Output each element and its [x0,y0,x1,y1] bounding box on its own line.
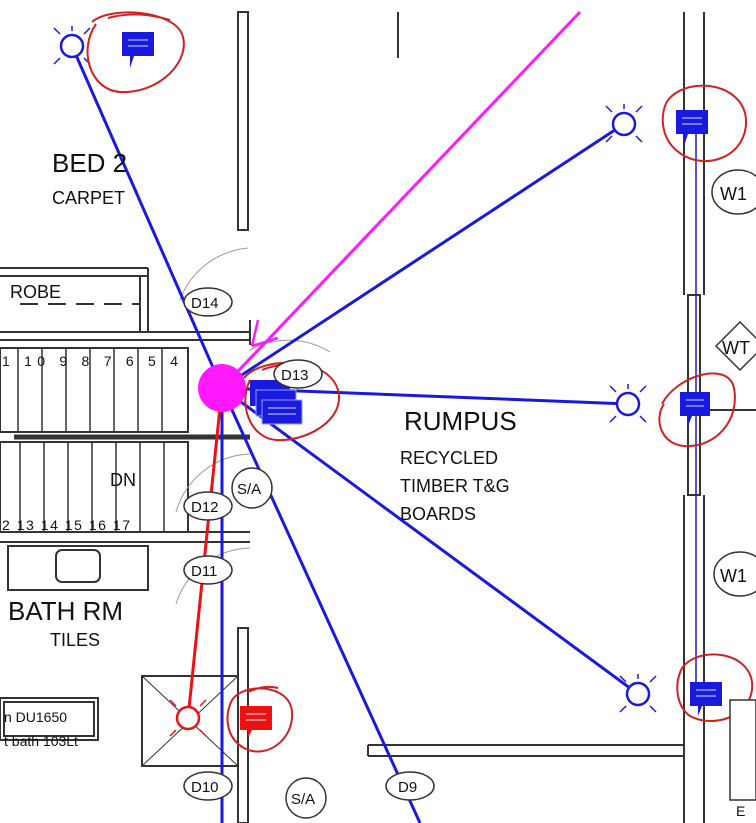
door-label-d14: D14 [191,295,219,312]
room-finish-rumpus-1: RECYCLED [400,448,498,468]
door-label-d12: D12 [191,499,219,516]
door-tag-d13[interactable] [273,359,323,389]
door-label-d10: D10 [191,779,219,796]
room-name-bed2: BED 2 [52,148,127,178]
sa-tag-1[interactable] [231,467,273,509]
comment-icon[interactable] [240,706,272,738]
shower [141,675,239,767]
stair-treads [17,348,165,532]
door-swing-d13 [249,339,331,353]
comment-stack-icon[interactable] [250,380,303,425]
door-tag-d9[interactable] [385,771,435,801]
sa-label-2: S/A [291,791,315,808]
window-label-w1b: W1 [720,566,747,586]
fixture-spec-line2: t bath 103Lt [4,733,78,749]
window-tag-w1b[interactable] [713,551,756,597]
connector-bed2[interactable] [70,45,224,389]
stair-direction: DN [110,470,136,490]
door-label-d13: D13 [281,367,309,384]
light-fixtures [53,26,657,737]
comment-icon[interactable] [676,110,708,146]
wall-bed2-right [237,11,249,231]
room-finish-rumpus-3: BOARDS [400,504,476,524]
connector-top-right[interactable] [221,122,625,390]
annotation-circle-top-right [661,84,748,162]
door-swing-d14 [179,247,249,301]
door-tag-d12[interactable] [183,491,233,521]
room-name-rumpus: RUMPUS [404,406,517,436]
window-label-wt: WT [722,338,750,358]
connector-shower[interactable] [186,387,224,719]
vanity [7,545,149,591]
door-label-d11: D11 [191,563,217,580]
comment-icon[interactable] [680,392,710,426]
comment-markers [122,32,722,738]
annotation-circle-right [658,372,736,448]
edge-label-e: E [736,803,745,819]
bathtub-inner [3,701,95,737]
stair-numbers-lower: 2 13 14 15 16 17 [2,517,130,533]
comment-icon[interactable] [122,32,154,68]
light-fixture-icon[interactable] [609,384,647,423]
basin [55,549,101,583]
window-tag-wt[interactable] [714,320,756,372]
light-fixture-icon[interactable] [53,26,91,65]
annotation-circles [86,11,754,753]
door-tags [183,169,756,819]
connector-down-right[interactable] [220,387,422,823]
room-finish-bed2: CARPET [52,188,125,208]
annotation-circle-bed2 [86,11,185,94]
sa-label-1: S/A [237,481,261,498]
window-tag-w1a[interactable] [711,169,756,215]
bathtub [0,697,99,741]
room-finish-bath: TILES [50,630,100,650]
annotation-circle-shower [226,685,294,753]
door-swing-d12 [175,453,251,513]
arrowhead-magenta [250,319,279,348]
hub-icon[interactable] [198,364,246,412]
fixture-panel-right [729,699,756,801]
sa-tag-2[interactable] [285,777,327,819]
fixture-spec-line1: n DU1650 [4,709,67,725]
comment-icon[interactable] [690,682,722,716]
connector-lines [70,10,697,823]
door-label-d9: D9 [398,779,417,796]
door-tag-d10[interactable] [183,771,233,801]
door-tag-d11[interactable] [183,555,233,585]
room-name-bath: BATH RM [8,596,123,626]
light-fixture-icon[interactable] [605,104,643,143]
room-finish-rumpus-2: TIMBER T&G [400,476,510,496]
light-fixture-icon[interactable] [619,674,657,713]
robe-label: ROBE [10,282,61,302]
light-fixture-icon[interactable] [169,699,207,737]
connector-magenta [220,10,582,390]
door-tag-d14[interactable] [183,287,233,317]
stairs-upper-flight [0,347,189,433]
window-label-w1a: W1 [720,184,747,204]
